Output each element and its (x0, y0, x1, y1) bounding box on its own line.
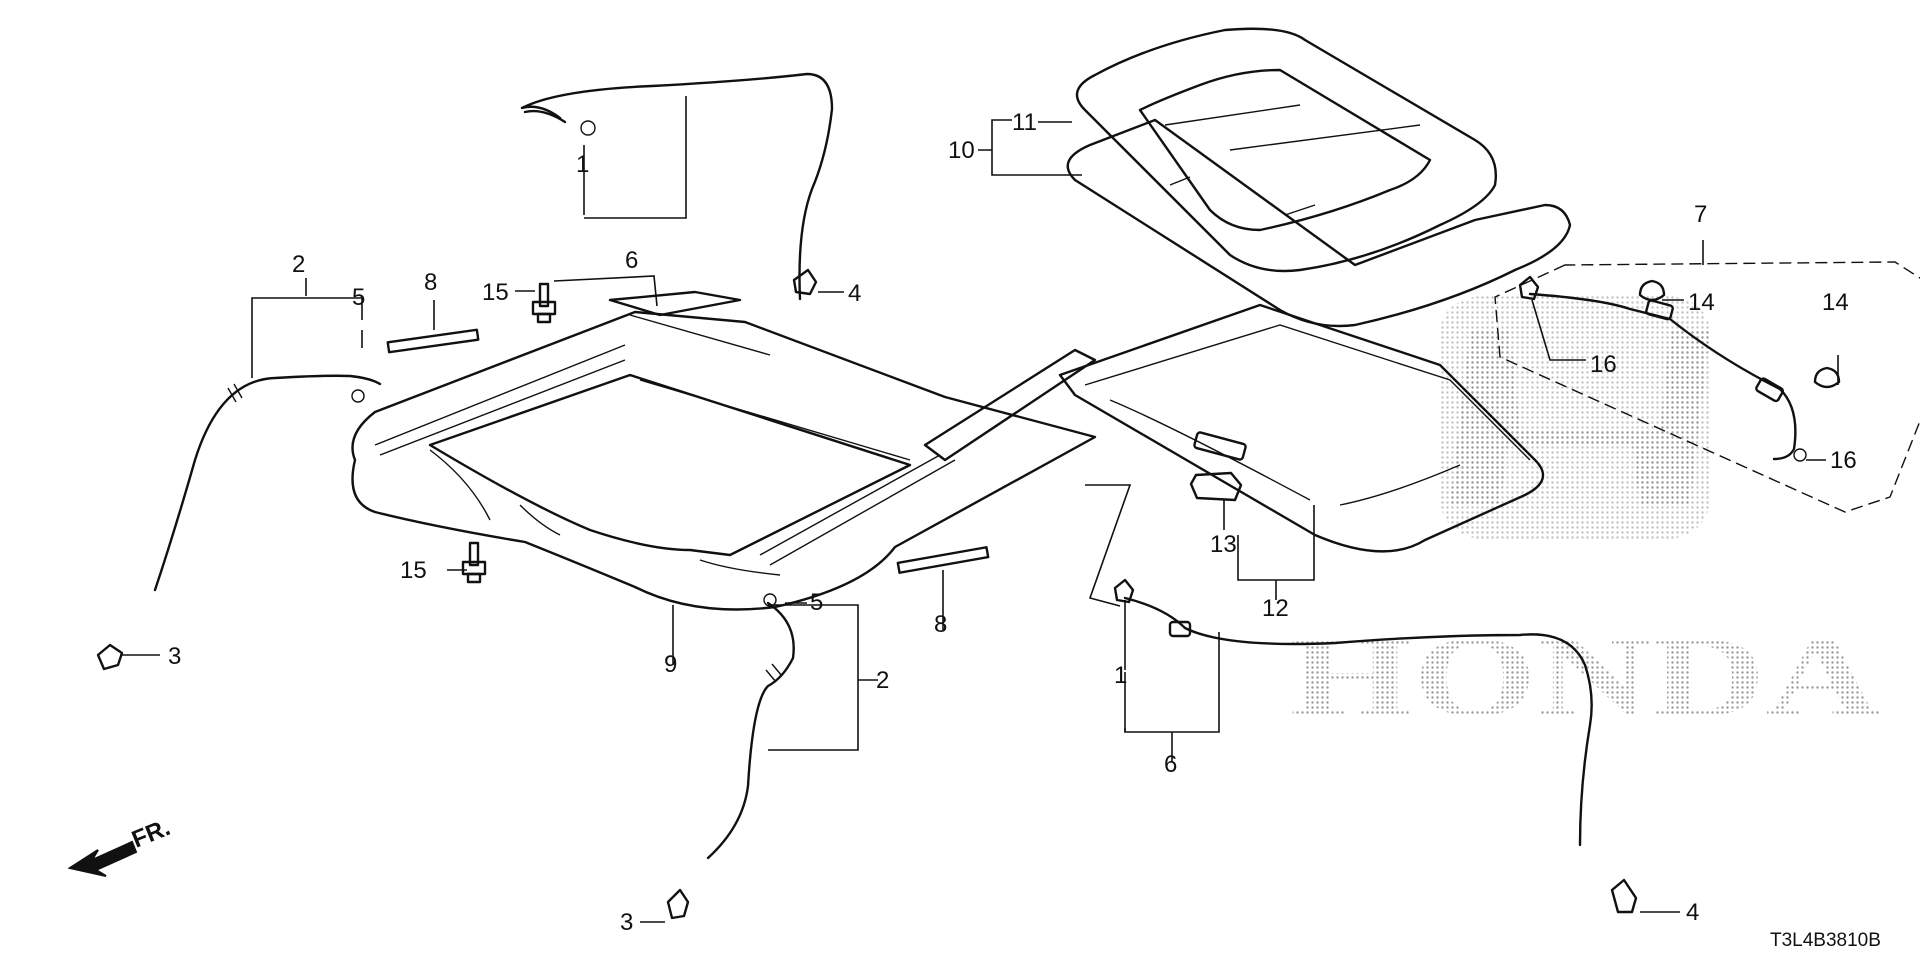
callout-7: 7 (1694, 201, 1707, 228)
watermark-text: HONDA (1290, 613, 1880, 740)
strip-right (896, 546, 990, 574)
glass-panel (1066, 27, 1572, 328)
callout-5-lower: 5 (810, 589, 823, 616)
front-direction-arrow: FR. (67, 814, 174, 877)
callout-16-upper: 16 (1590, 351, 1617, 378)
clip-right (1610, 878, 1638, 914)
callout-4-upper: 4 (848, 280, 861, 307)
drain-tube-upper (520, 72, 834, 301)
drain-tube-right (1113, 578, 1593, 847)
callout-6-right: 6 (1164, 751, 1177, 778)
clip-lower (666, 888, 690, 920)
callout-15-lower: 15 (400, 557, 427, 584)
callout-1-right: 1 (1114, 662, 1127, 689)
clip-left (96, 643, 124, 671)
callout-14-lower: 14 (1822, 289, 1849, 316)
clip-14-upper (1638, 279, 1666, 302)
callout-11: 11 (1012, 109, 1037, 136)
callout-6-upper: 6 (625, 247, 638, 274)
callout-1-upper: 1 (576, 151, 589, 178)
drain-tube-left (153, 374, 382, 592)
drain-hose-assembly (1494, 261, 1920, 513)
callout-5-left: 5 (352, 284, 365, 311)
strip-left (386, 328, 480, 354)
drain-tube-lower (706, 593, 795, 860)
diagram-code: T3L4B3810B (1770, 930, 1881, 951)
callout-2-left: 2 (292, 251, 305, 278)
front-label: FR. (128, 814, 174, 854)
callout-8-left: 8 (424, 269, 437, 296)
callout-8-right: 8 (934, 611, 947, 638)
bolt-upper (531, 282, 557, 324)
callout-10: 10 (948, 137, 975, 164)
callout-4-lower: 4 (1686, 899, 1699, 926)
leader-lines (120, 96, 1839, 923)
callout-labels: 1 6 4 2 5 8 15 3 15 9 5 2 8 1 6 3 4 10 1… (168, 109, 1857, 936)
callout-9: 9 (664, 651, 677, 678)
callout-16-lower: 16 (1830, 447, 1857, 474)
callout-14-upper: 14 (1688, 289, 1715, 316)
callout-3-lower: 3 (620, 909, 633, 936)
clip-upper (792, 268, 818, 296)
callout-15-upper: 15 (482, 279, 509, 306)
bolt-lower (461, 541, 487, 584)
clip-14-lower (1813, 366, 1841, 389)
callout-2-lower: 2 (876, 667, 889, 694)
callout-13: 13 (1210, 531, 1237, 558)
callout-12: 12 (1262, 595, 1289, 622)
sunroof-frame (351, 290, 1097, 611)
sunshade (1058, 303, 1545, 553)
honda-watermark-logo: HONDA (1290, 295, 1880, 740)
callout-3-left: 3 (168, 643, 181, 670)
sunshade-handle (1189, 471, 1243, 502)
